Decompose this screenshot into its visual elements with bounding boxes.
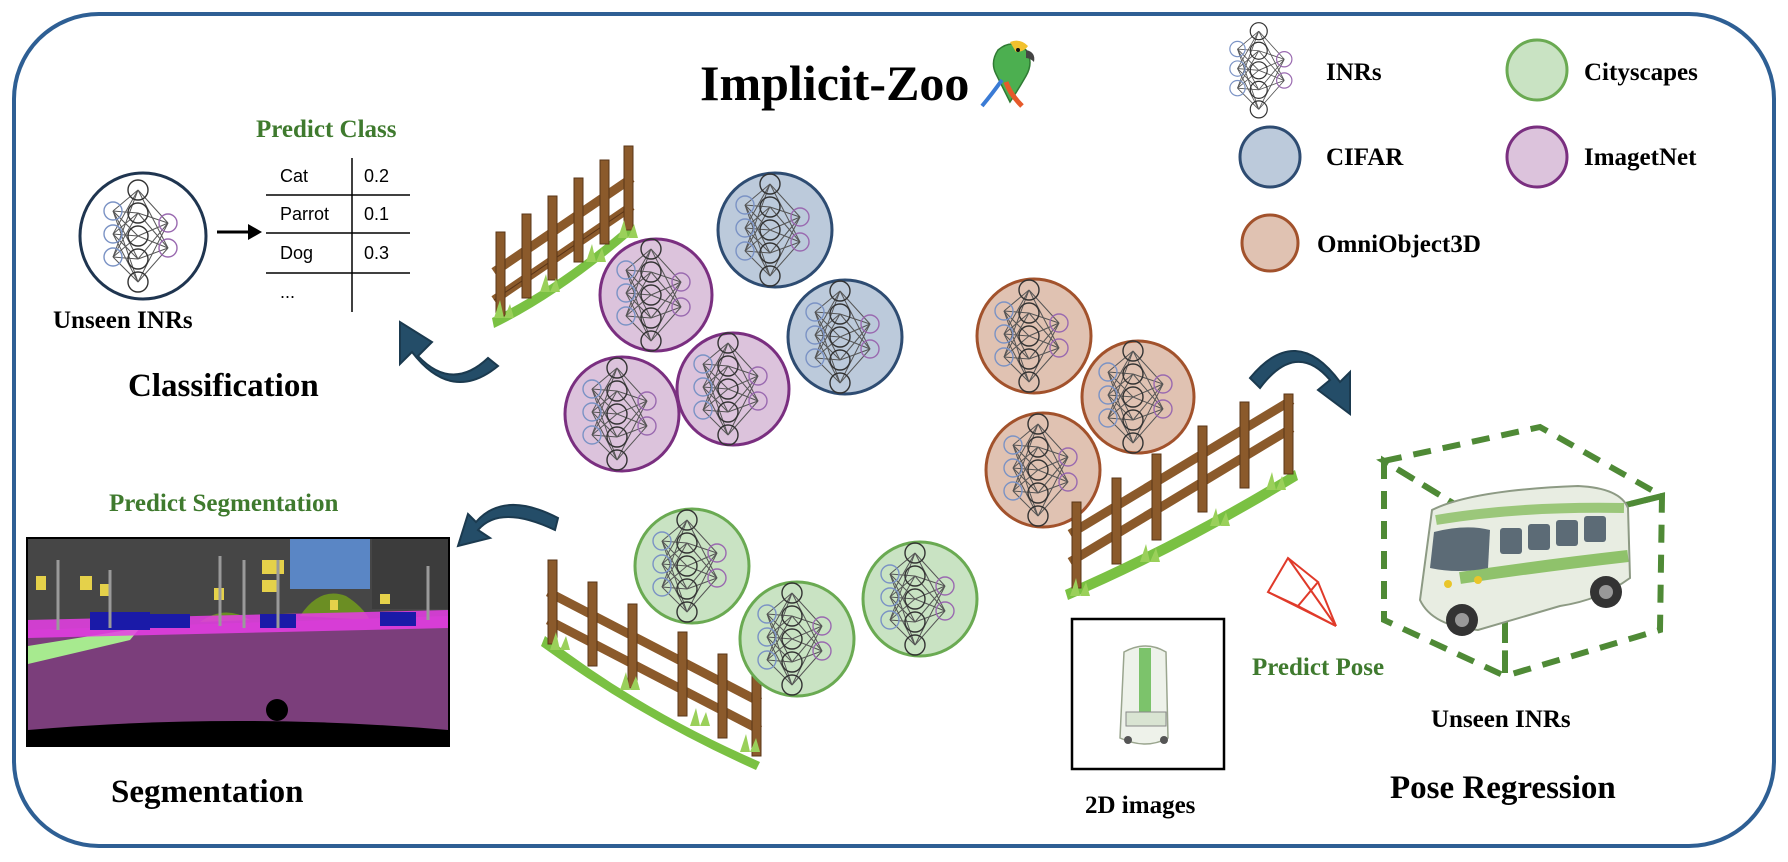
unseen-inr-circle-classification (78, 171, 208, 301)
legend-label-omniobject3d: OmniObject3D (1317, 231, 1481, 258)
section-label-segmentation: Segmentation (111, 774, 304, 810)
inr-cluster-cifar-imagenet (563, 171, 904, 473)
legend-cifar-swatch (1238, 125, 1302, 189)
arrow-to-classification (399, 320, 500, 383)
caption-predict-segmentation: Predict Segmentation (109, 490, 339, 517)
bus-3d-model (1418, 484, 1632, 636)
label-unseen-inrs-pose: Unseen INRs (1431, 706, 1571, 733)
arrow-to-pose-regression (1248, 350, 1351, 416)
caption-predict-pose: Predict Pose (1252, 654, 1385, 681)
camera-frustum-icon (1266, 556, 1337, 627)
class-table-cell-ellipsis: ... (280, 282, 296, 302)
legend-inr-icon (1229, 22, 1293, 119)
class-table-cell-cat-prob: 0.2 (364, 166, 390, 186)
class-table-cell-parrot: Parrot (280, 204, 330, 224)
legend-omniobject-swatch (1240, 213, 1300, 273)
class-table-grid (266, 158, 410, 312)
segmentation-map (26, 537, 450, 747)
label-unseen-inrs-classification: Unseen INRs (53, 307, 193, 334)
section-label-pose-regression: Pose Regression (1390, 770, 1616, 806)
legend-cityscapes-swatch (1505, 38, 1569, 102)
class-table-cell-cat: Cat (280, 166, 309, 186)
figure-title: Implicit-Zoo (700, 55, 970, 111)
legend-label-inrs: INRs (1326, 59, 1382, 86)
fence-right (1065, 393, 1298, 600)
fence-top (491, 145, 638, 328)
class-table-cell-dog-prob: 0.3 (364, 243, 390, 263)
inr-cluster-omniobject3d (975, 277, 1196, 529)
legend (1229, 22, 1569, 273)
inr-cluster-cityscapes (633, 507, 979, 698)
caption-predict-class: Predict Class (256, 116, 397, 143)
parrot-icon (980, 40, 1035, 108)
section-label-classification: Classification (128, 368, 319, 404)
arrow-to-segmentation (456, 504, 560, 548)
label-2d-images: 2D images (1085, 792, 1196, 819)
legend-label-cifar: CIFAR (1326, 144, 1404, 171)
class-table-cell-parrot-prob: 0.1 (364, 204, 390, 224)
fence-bottom (541, 559, 763, 770)
outer-frame (12, 12, 1776, 848)
legend-imagenet-swatch (1505, 125, 1569, 189)
legend-label-cityscapes: Cityscapes (1584, 59, 1698, 86)
classification-input-arrow (217, 224, 262, 240)
legend-label-imagenet: ImagetNet (1584, 144, 1697, 171)
class-table-cell-dog: Dog (280, 243, 314, 263)
2d-image-frame (1070, 617, 1226, 771)
